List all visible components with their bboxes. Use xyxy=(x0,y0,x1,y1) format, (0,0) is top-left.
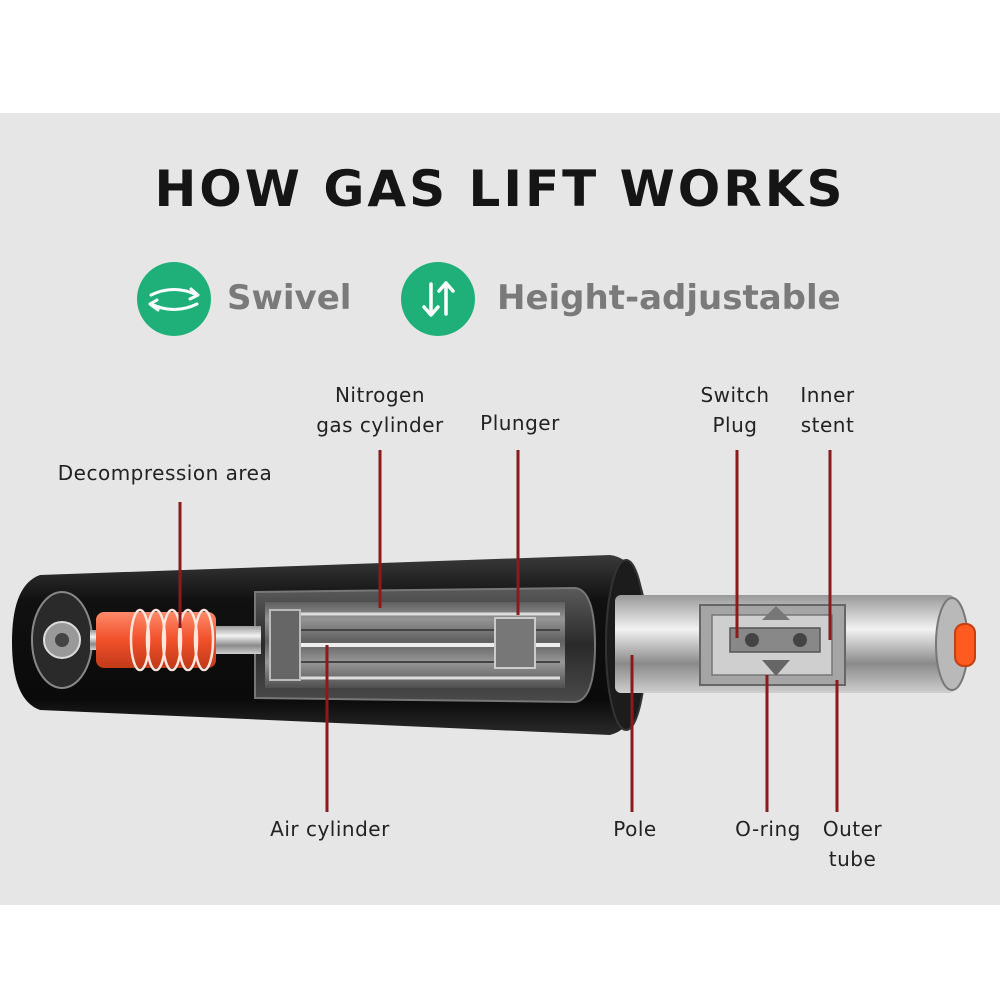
label-pole: Pole xyxy=(613,817,657,841)
swivel-arrows-icon xyxy=(137,262,211,336)
diagram-panel xyxy=(0,113,1000,905)
label-air-cylinder: Air cylinder xyxy=(270,817,390,841)
label-plunger: Plunger xyxy=(480,411,560,435)
up-down-arrows-icon xyxy=(401,262,475,336)
page-title: HOW GAS LIFT WORKS xyxy=(154,160,846,218)
label-switch-plug: Switch Plug xyxy=(700,383,770,437)
label-decompression-area: Decompression area xyxy=(57,461,273,485)
label-nitrogen-gas-cylinder: Nitrogen gas cylinder xyxy=(316,383,444,437)
label-o-ring: O-ring xyxy=(735,817,801,841)
leader-lines xyxy=(178,450,839,812)
label-outer-tube: Outer tube xyxy=(822,817,883,871)
swivel-label: Swivel xyxy=(227,278,352,318)
height-adjustable-label: Height-adjustable xyxy=(497,278,841,318)
label-inner-stent: Inner stent xyxy=(800,383,855,437)
